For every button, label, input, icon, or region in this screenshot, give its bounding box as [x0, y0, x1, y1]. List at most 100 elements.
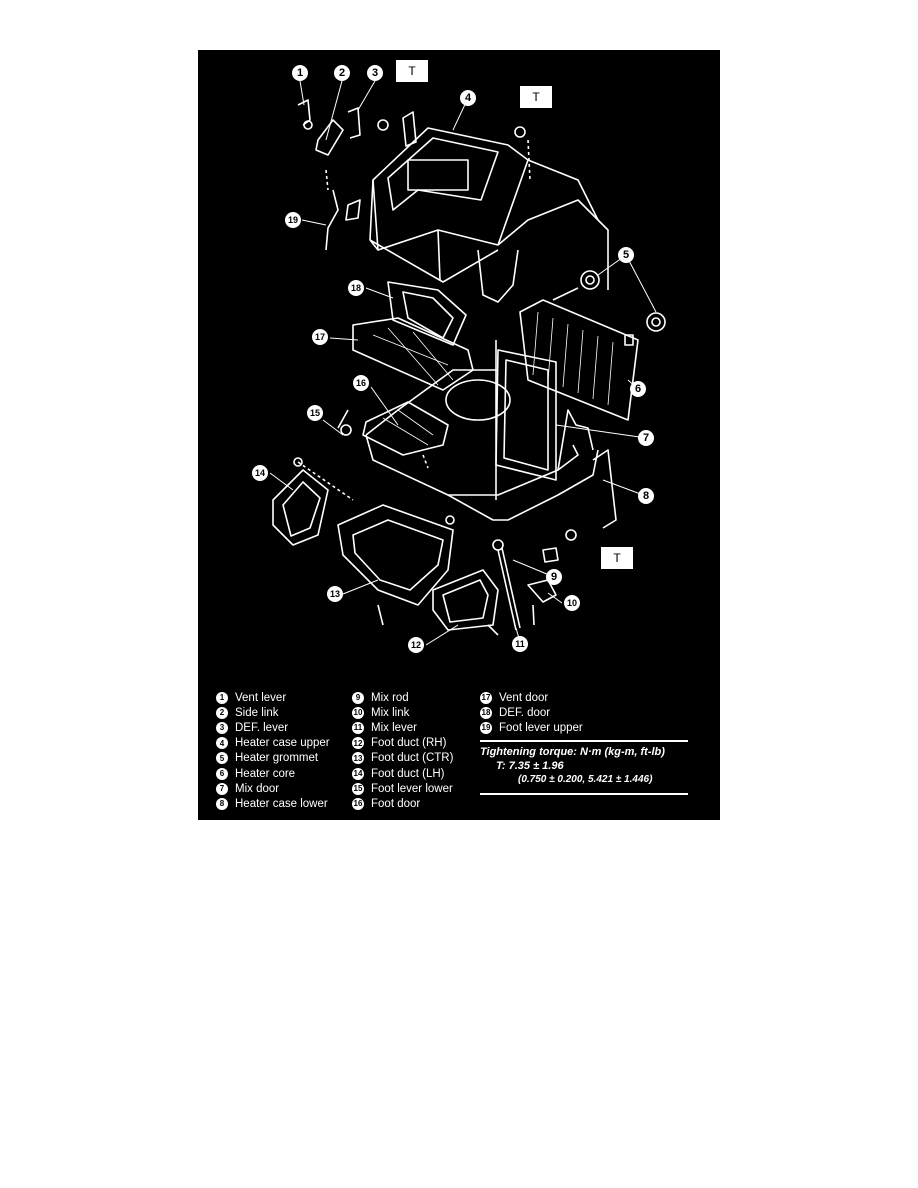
legend-number: 5 — [216, 752, 228, 765]
callout-label: 17 — [315, 332, 325, 342]
legend-number: 9 — [352, 691, 364, 704]
callout-5: 5 — [618, 247, 634, 263]
diagram-panel: T T T 1 2 3 4 5 6 7 8 9 10 11 12 13 14 1… — [198, 50, 720, 820]
fastener-shapes — [293, 126, 577, 541]
legend-number: 11 — [352, 721, 364, 734]
legend-label: DEF. door — [499, 706, 551, 719]
callout-label: 13 — [330, 589, 340, 599]
legend-label: Mix link — [371, 706, 410, 719]
legend-number: 8 — [216, 797, 228, 810]
callout-4: 4 — [460, 90, 476, 106]
legend-item: 19 Foot lever upper — [480, 720, 583, 735]
legend-item: 17 Vent door — [480, 690, 583, 705]
callout-18: 18 — [348, 280, 364, 296]
callout-16: 16 — [353, 375, 369, 391]
legend-label: Heater core — [235, 767, 296, 780]
legend-item: 16 Foot door — [352, 796, 453, 811]
torque-marker-3: T — [601, 547, 633, 569]
callout-15: 15 — [307, 405, 323, 421]
legend-number: 16 — [352, 797, 364, 810]
callout-label: 10 — [567, 598, 577, 608]
legend-label: Foot duct (RH) — [371, 737, 447, 750]
legend-item: 5 Heater grommet — [216, 751, 330, 766]
door-shapes — [352, 281, 474, 469]
legend-label: Foot duct (CTR) — [371, 752, 454, 765]
legend-label: Vent lever — [235, 691, 287, 704]
legend-item: 13 Foot duct (CTR) — [352, 751, 453, 766]
callout-label: 5 — [623, 249, 629, 261]
callout-label: 4 — [465, 92, 472, 104]
legend-label: Heater grommet — [235, 752, 319, 765]
torque-marker-label: T — [613, 551, 621, 565]
torque-top-rule — [480, 740, 688, 742]
grommet-shapes — [552, 270, 666, 332]
callout-label: 2 — [339, 67, 345, 79]
callout-label: 11 — [515, 639, 525, 649]
callout-17: 17 — [312, 329, 328, 345]
torque-value: T: 7.35 ± 1.96 — [496, 760, 564, 772]
legend-label: Mix lever — [371, 721, 418, 734]
callout-7: 7 — [638, 430, 654, 446]
tightening-torque-box: Tightening torque: N·m (kg-m, ft-lb) T: … — [480, 740, 690, 795]
torque-marker-1: T — [396, 60, 428, 82]
callout-label: 19 — [288, 215, 298, 225]
legend-item: 11 Mix lever — [352, 720, 453, 735]
legend-label: Side link — [235, 706, 279, 719]
legend-label: Foot door — [371, 797, 421, 810]
torque-conversion: (0.750 ± 0.200, 5.421 ± 1.446) — [518, 774, 653, 785]
legend-item: 8 Heater case lower — [216, 796, 330, 811]
legend-item: 1 Vent lever — [216, 690, 330, 705]
callout-2: 2 — [334, 65, 350, 81]
legend-number: 4 — [216, 737, 228, 750]
legend-number: 18 — [480, 706, 492, 719]
legend-item: 2 Side link — [216, 705, 330, 720]
callout-label: 1 — [297, 67, 303, 79]
callout-label: 15 — [310, 408, 320, 418]
legend-label: Foot lever upper — [499, 721, 583, 734]
mix-rod-shapes — [492, 539, 559, 631]
legend-number: 17 — [480, 691, 492, 704]
callout-3: 3 — [367, 65, 383, 81]
legend-number: 1 — [216, 691, 228, 704]
callout-label: 9 — [551, 571, 557, 583]
callout-6: 6 — [630, 381, 646, 397]
callout-label: 6 — [635, 383, 641, 395]
callout-label: 14 — [255, 468, 265, 478]
legend-number: 13 — [352, 752, 364, 765]
callout-19: 19 — [285, 212, 301, 228]
callout-label: 16 — [356, 378, 366, 388]
callout-14: 14 — [252, 465, 268, 481]
callout-label: 12 — [411, 640, 421, 650]
callout-12: 12 — [408, 637, 424, 653]
legend-label: Vent door — [499, 691, 549, 704]
callout-9: 9 — [546, 569, 562, 585]
callout-13: 13 — [327, 586, 343, 602]
heater-case-upper-shape — [369, 111, 609, 303]
torque-marker-label: T — [408, 64, 416, 78]
legend-number: 2 — [216, 706, 228, 719]
mix-door-shape — [495, 340, 557, 500]
heater-core-shape — [519, 299, 639, 421]
legend-number: 19 — [480, 721, 492, 734]
callout-10: 10 — [564, 595, 580, 611]
callout-label: 7 — [643, 432, 649, 444]
legend-item: 18 DEF. door — [480, 705, 583, 720]
torque-bottom-rule — [480, 793, 688, 795]
lever-linkage-shapes — [297, 99, 389, 251]
legend-label: Mix door — [235, 782, 280, 795]
exploded-view-drawing: T T T 1 2 3 4 5 6 7 8 9 10 11 12 13 14 1… — [252, 60, 666, 653]
legend-label: Heater case lower — [235, 797, 328, 810]
heater-case-lower-shape — [337, 369, 617, 529]
legend-column-3: 17 Vent door 18 DEF. door 19 Foot lever upp… — [480, 690, 583, 736]
torque-marker-2: T — [520, 86, 552, 108]
legend-number: 3 — [216, 721, 228, 734]
